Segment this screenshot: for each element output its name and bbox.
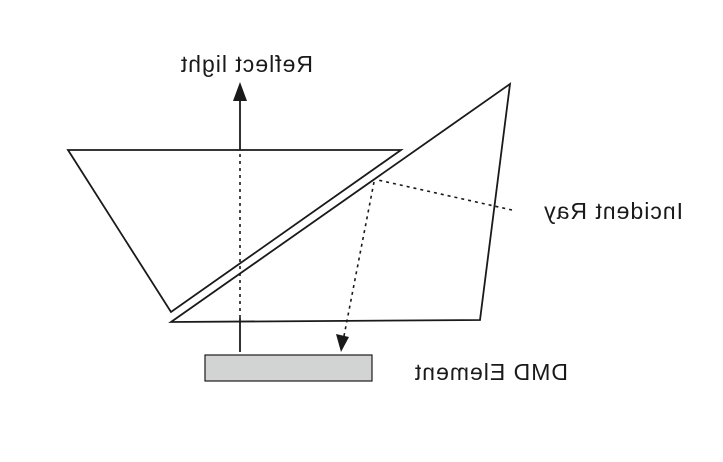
right-prism xyxy=(168,82,512,323)
incident-ray-label: Incident Ray xyxy=(543,198,683,224)
incident-ray-arrowhead xyxy=(336,334,349,352)
reflect-light-arrowhead xyxy=(233,82,247,101)
reflect-light-label: Reflect light xyxy=(180,51,313,77)
left-prism xyxy=(66,149,404,314)
incident-ray-horizontal xyxy=(377,179,513,211)
dmd-element xyxy=(204,354,373,382)
dmd-element-label: DMD Element xyxy=(414,359,568,385)
incident-ray-down xyxy=(343,181,375,337)
